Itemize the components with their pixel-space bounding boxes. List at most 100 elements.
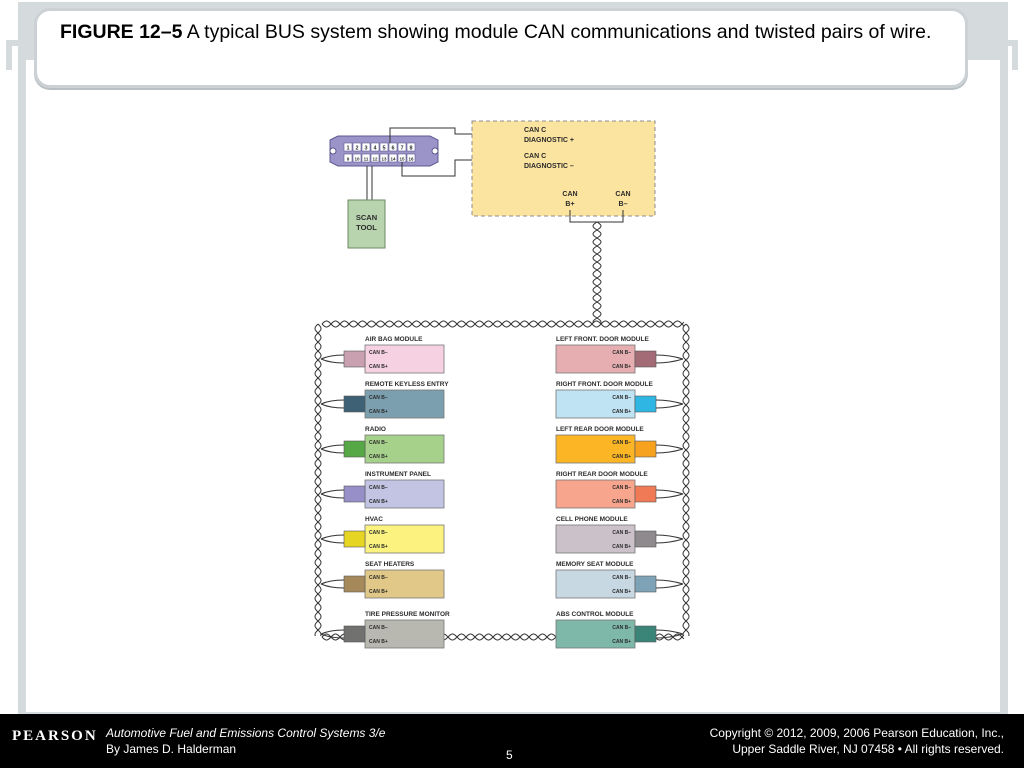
bus-top-twisted-pair-b xyxy=(321,320,685,328)
module-name-label: ABS CONTROL MODULE xyxy=(556,611,634,618)
dlc-pin-bottom xyxy=(379,153,389,163)
module-name-label: TIRE PRESSURE MONITOR xyxy=(365,611,450,618)
frame-corner-right-vertical xyxy=(1012,40,1018,70)
bus-trunk-twisted-pair-b xyxy=(592,221,602,324)
module-pin-label: CAN B– xyxy=(612,440,631,446)
module-box xyxy=(555,569,636,599)
module-wire xyxy=(655,354,684,360)
module-pin-label: CAN B– xyxy=(369,395,388,401)
module-name-label: RADIO xyxy=(365,426,386,433)
module-pin-label: CAN B+ xyxy=(612,454,631,460)
module-pin-label: CAN B+ xyxy=(612,409,631,415)
module-name-label: MEMORY SEAT MODULE xyxy=(556,561,634,568)
pearson-logo: PEARSON xyxy=(12,728,98,744)
module-connector xyxy=(634,440,657,458)
module-box xyxy=(555,479,636,509)
module-box xyxy=(364,524,445,554)
module-name-label: INSTRUMENT PANEL xyxy=(365,471,431,478)
module-wire xyxy=(655,444,684,450)
module-box xyxy=(555,389,636,419)
module-connector xyxy=(634,625,657,643)
bus-right-twisted-pair-b xyxy=(682,323,690,637)
dlc-pin-number: 1 xyxy=(346,146,349,152)
module-wire xyxy=(655,633,684,639)
module-wire xyxy=(655,579,684,585)
dlc-pin-top xyxy=(352,142,362,152)
dlc-pin-bottom xyxy=(388,153,398,163)
module-pin-label: CAN B+ xyxy=(369,589,388,595)
module-pin-label: CAN B+ xyxy=(369,454,388,460)
gateway-can-b-minus-label: B– xyxy=(619,201,628,208)
dlc-pin-top xyxy=(388,142,398,152)
module-box xyxy=(555,524,636,554)
dlc-pin-number: 12 xyxy=(372,157,378,162)
module-wire xyxy=(320,358,345,364)
module-pin-label: CAN B+ xyxy=(369,544,388,550)
dlc-pin-bottom xyxy=(406,153,416,163)
module-connector xyxy=(634,350,657,368)
bus-trunk-twisted-pair-a xyxy=(592,221,602,324)
bus-left-twisted-pair-a xyxy=(314,323,322,637)
module-wire xyxy=(655,399,684,405)
module-name-label: RIGHT REAR DOOR MODULE xyxy=(556,471,648,478)
dlc-pin-bottom xyxy=(370,153,380,163)
module-wire xyxy=(320,399,345,405)
module-name-label: LEFT FRONT. DOOR MODULE xyxy=(556,336,649,343)
module-wire xyxy=(320,583,345,589)
module-name-label: AIR BAG MODULE xyxy=(365,336,423,343)
module-pin-label: CAN B– xyxy=(369,575,388,581)
dlc-pin-number: 16 xyxy=(408,157,414,162)
module-wire xyxy=(655,358,684,364)
figure-caption: A typical BUS system showing module CAN … xyxy=(182,21,932,43)
dlc-pin-number: 7 xyxy=(400,146,403,152)
dlc-pin-bottom xyxy=(361,153,371,163)
module-connector xyxy=(343,625,366,643)
module-pin-label: CAN B– xyxy=(612,350,631,356)
module-connector xyxy=(634,530,657,548)
module-wire xyxy=(655,489,684,495)
module-box xyxy=(364,389,445,419)
module-pin-label: CAN B+ xyxy=(369,364,388,370)
module-wire xyxy=(320,444,345,450)
module-connector xyxy=(343,395,366,413)
gateway-module-box xyxy=(471,120,656,217)
module-pin-label: CAN B– xyxy=(369,440,388,446)
dlc-mount-hole-left xyxy=(329,147,337,155)
dlc-pin-number: 13 xyxy=(381,157,387,162)
dlc-pin-number: 5 xyxy=(382,146,385,152)
module-wire xyxy=(655,448,684,454)
frame-corner-left-vertical xyxy=(6,40,12,70)
module-pin-label: CAN B– xyxy=(612,625,631,631)
gateway-can-c-plus-label: DIAGNOSTIC + xyxy=(524,137,574,144)
module-pin-label: CAN B+ xyxy=(369,639,388,645)
bus-left-twisted-pair-b xyxy=(314,323,322,637)
dlc-pin-number: 10 xyxy=(354,157,360,162)
module-wire xyxy=(655,493,684,499)
page-number: 5 xyxy=(506,748,513,762)
gateway-can-b-plus-label: B+ xyxy=(565,201,574,208)
module-name-label: LEFT REAR DOOR MODULE xyxy=(556,426,644,433)
module-wire xyxy=(320,538,345,544)
module-box xyxy=(364,479,445,509)
title-box xyxy=(34,8,968,88)
can-b-plus-lead xyxy=(569,210,597,223)
module-box xyxy=(555,434,636,464)
module-name-label: RIGHT FRONT. DOOR MODULE xyxy=(556,381,653,388)
module-connector xyxy=(634,485,657,503)
module-wire xyxy=(655,583,684,589)
dlc-pin-number: 14 xyxy=(390,157,396,162)
module-wire xyxy=(320,493,345,499)
module-pin-label: CAN B– xyxy=(612,575,631,581)
module-pin-label: CAN B– xyxy=(369,350,388,356)
module-pin-label: CAN B– xyxy=(369,485,388,491)
dlc-mount-hole-right xyxy=(431,147,439,155)
module-wire xyxy=(655,403,684,409)
can-b-minus-lead xyxy=(597,210,624,223)
module-box xyxy=(364,344,445,374)
dlc-pin-bottom xyxy=(343,153,353,163)
scan-tool-box xyxy=(347,199,386,249)
module-connector xyxy=(343,350,366,368)
module-name-label: SEAT HEATERS xyxy=(365,561,415,568)
module-wire xyxy=(320,403,345,409)
dlc-pin-number: 4 xyxy=(373,146,377,152)
